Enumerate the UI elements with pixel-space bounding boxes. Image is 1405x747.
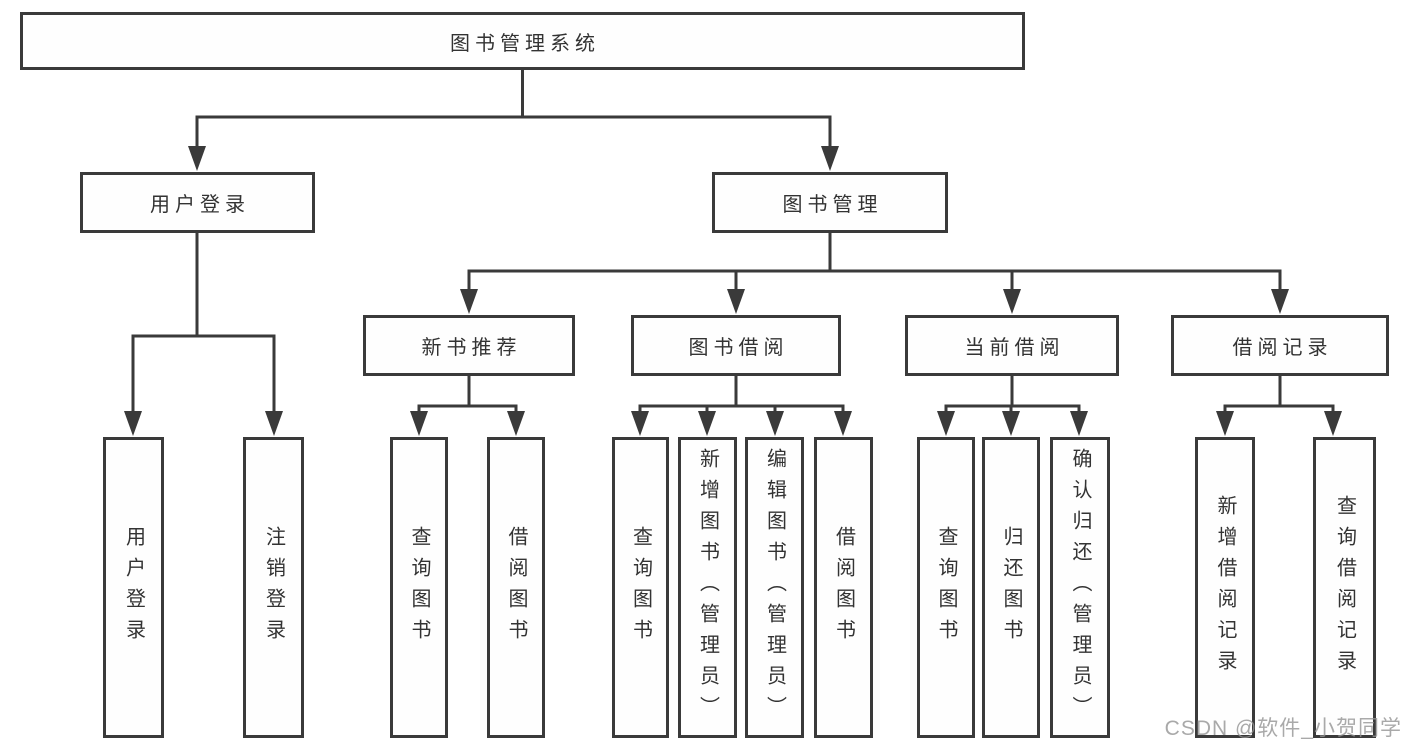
leaf-label: 归还图书 [1000,525,1022,650]
leaf-edit-books-admin: 编辑图书（管理员） [745,437,804,738]
node-label: 用户登录 [150,194,250,216]
leaf-borrow-books: 借阅图书 [814,437,873,738]
leaf-label: 确认归还（管理员） [1069,448,1091,727]
leaf-user-login: 用户登录 [103,437,164,738]
leaf-label: 借阅图书 [505,525,527,650]
leaf-query-books-recommendation: 查询图书 [390,437,448,738]
connector-borrowing-records-to-leaves [1216,376,1342,436]
leaf-add-borrow-record: 新增借阅记录 [1195,437,1255,738]
leaf-label: 查询借阅记录 [1333,494,1356,681]
node-current-borrowing: 当前借阅 [905,315,1119,376]
node-user-login: 用户登录 [80,172,315,233]
leaf-label: 用户登录 [122,525,145,650]
leaf-label: 借阅图书 [832,525,855,650]
node-book-management: 图书管理 [712,172,948,233]
leaf-label: 查询图书 [935,525,957,650]
leaf-logout: 注销登录 [243,437,304,738]
node-label: 新书推荐 [421,337,522,359]
connector-current-borrowing-to-leaves [937,376,1088,436]
connector-root-to-branches [188,70,839,171]
leaf-add-books-admin: 新增图书（管理员） [678,437,737,738]
node-book-borrowing: 图书借阅 [631,315,841,376]
leaf-label: 注销登录 [262,525,285,650]
leaf-query-borrow-record: 查询借阅记录 [1313,437,1376,738]
node-borrowing-records: 借阅记录 [1171,315,1389,376]
leaf-label: 编辑图书（管理员） [763,448,786,727]
leaf-return-books: 归还图书 [982,437,1040,738]
leaf-query-books-current: 查询图书 [917,437,975,738]
node-label: 图书借阅 [688,337,789,359]
leaf-borrow-books-recommendation: 借阅图书 [487,437,545,738]
leaf-confirm-return-admin: 确认归还（管理员） [1050,437,1110,738]
node-new-book-recommendation: 新书推荐 [363,315,575,376]
leaf-label: 新增借阅记录 [1214,494,1236,681]
connector-book-borrowing-to-leaves [631,376,852,436]
leaf-label: 查询图书 [408,525,430,650]
node-label: 当前借阅 [964,337,1065,359]
connector-user-login-to-leaves [124,233,283,436]
node-label: 借阅记录 [1232,337,1333,359]
node-label: 图书管理系统 [450,32,600,55]
connector-book-management-to-modules [460,233,1289,314]
csdn-watermark: CSDN @软件_小贺同学 [1164,717,1402,740]
leaf-query-books-borrowing: 查询图书 [612,437,669,738]
leaf-label: 新增图书（管理员） [696,448,719,727]
leaf-label: 查询图书 [629,525,652,650]
connector-new-book-recommendation-to-leaves [410,376,525,436]
node-label: 图书管理 [782,194,883,216]
node-library-management-system: 图书管理系统 [20,12,1025,70]
